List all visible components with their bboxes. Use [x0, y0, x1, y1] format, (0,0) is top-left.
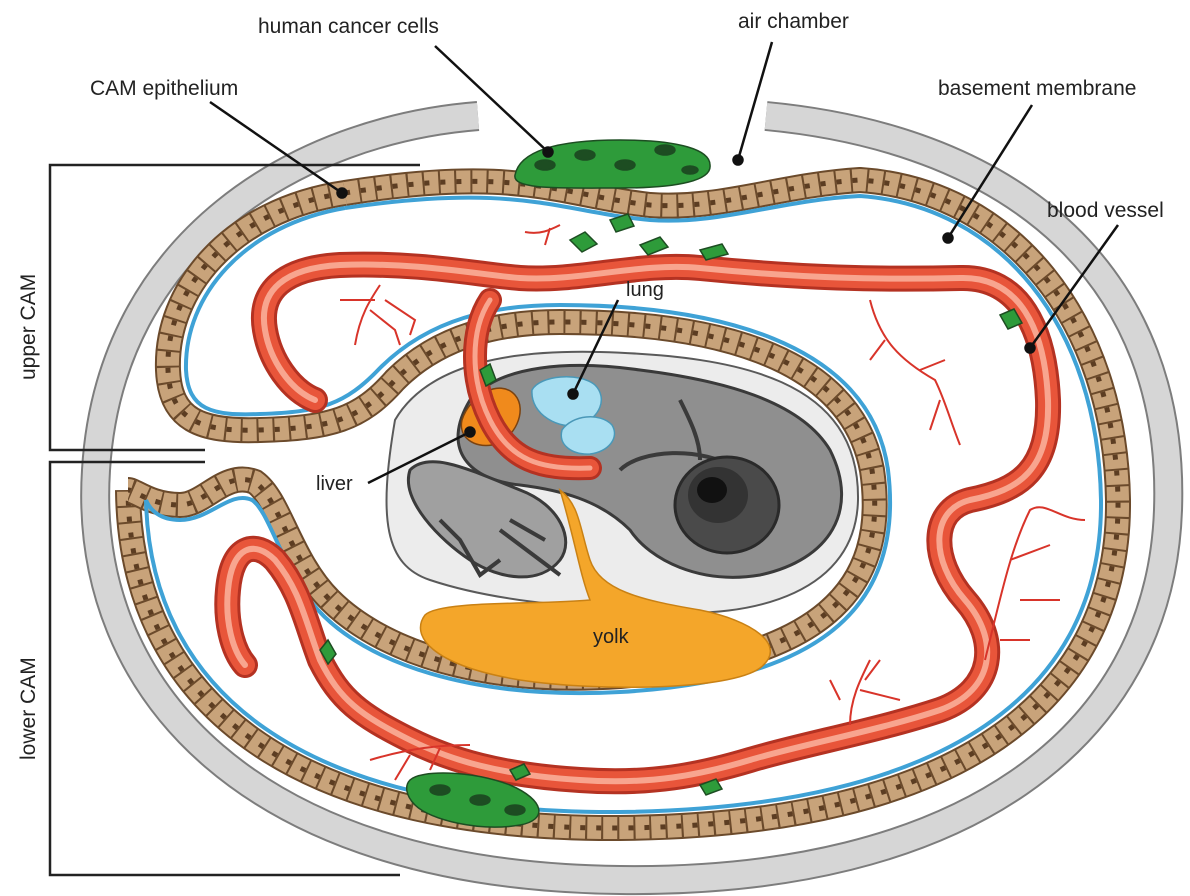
label-basement-membrane: basement membrane — [938, 77, 1136, 100]
label-blood-vessel: blood vessel — [1047, 199, 1164, 222]
label-cam-epithelium: CAM epithelium — [90, 77, 238, 100]
label-human-cancer-cells: human cancer cells — [258, 15, 439, 38]
label-yolk: yolk — [593, 626, 630, 648]
label-upper-cam: upper CAM — [17, 274, 40, 380]
label-liver: liver — [316, 473, 353, 495]
label-air-chamber: air chamber — [738, 10, 849, 33]
embryo-eye — [675, 457, 779, 553]
label-lower-cam: lower CAM — [17, 657, 40, 760]
label-lung: lung — [626, 279, 664, 301]
